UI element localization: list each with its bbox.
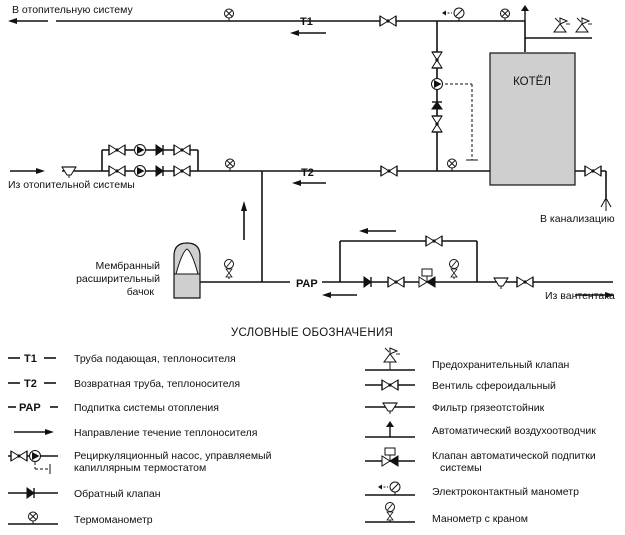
svg-text:РАР: РАР	[19, 402, 41, 414]
ball-valve-icon	[584, 165, 602, 177]
ball-valve-icon	[108, 165, 126, 177]
label-rar: РАР	[296, 278, 318, 290]
flow-arrow-t2	[292, 180, 326, 186]
check-valve-icon	[431, 101, 443, 110]
boiler-label: КОТЁЛ	[513, 76, 551, 88]
legend-symbol-air-vent	[365, 420, 415, 438]
label-tank-3: бачок	[127, 286, 155, 298]
legend-symbol-t2: T2	[8, 378, 56, 390]
legend-text-ballvalve: Вентиль сфероидальный	[432, 380, 556, 392]
check-valve-icon	[155, 144, 164, 156]
pump-icon	[134, 144, 146, 156]
ball-valve-icon	[380, 165, 398, 177]
legend-text-makeup: Подпитка системы отопления	[74, 402, 219, 414]
ball-valve-icon	[173, 165, 191, 177]
pump-icon	[134, 165, 146, 177]
thermomanometer-icon	[225, 158, 235, 172]
vertical-valve-icon	[431, 115, 443, 133]
legend-text-contact-mano: Электроконтактный манометр	[432, 486, 579, 498]
legend-symbol-contact-manometer	[365, 481, 415, 496]
ball-valve-icon	[108, 144, 126, 156]
label-to-system: В отопительную систему	[12, 4, 133, 16]
legend-symbol-auto-valve	[365, 447, 415, 467]
legend-symbol-flow-arrow	[14, 429, 54, 435]
safety-valve-icon	[553, 17, 571, 33]
label-from-vantank: Из вантентака	[545, 290, 615, 302]
ball-valve-icon	[425, 235, 443, 247]
legend-text-supply: Труба подающая, теплоносителя	[74, 353, 236, 365]
expansion-branch	[200, 171, 263, 283]
legend-symbol-pump	[8, 450, 58, 474]
legend-symbol-filter	[365, 402, 415, 415]
ball-valve-icon	[379, 15, 397, 27]
return-line-t2	[10, 149, 490, 174]
supply-line-t1	[8, 18, 526, 52]
legend-text-check: Обратный клапан	[74, 488, 161, 500]
label-from-system: Из отопительной системы	[8, 179, 135, 191]
ball-valve-icon	[516, 276, 534, 288]
legend-symbol-safety-valve	[365, 347, 415, 371]
thermomanometer-icon	[447, 158, 457, 172]
label-t2: T2	[301, 167, 314, 179]
vertical-valve-icon	[431, 51, 443, 69]
legend-text-return: Возвратная труба, теплоносителя	[74, 378, 240, 390]
auto-makeup-valve-icon	[418, 268, 436, 288]
legend-symbol-check-valve	[8, 487, 58, 499]
thermomanometer-icon	[224, 8, 234, 22]
legend-title: УСЛОВНЫЕ ОБОЗНАЧЕНИЯ	[231, 327, 393, 339]
thermomanometer-icon	[500, 8, 510, 22]
flow-arrow-t1	[290, 30, 326, 36]
legend-text-autovalve-2: системы	[440, 462, 482, 474]
legend-text-thermo: Термоманометр	[74, 514, 153, 526]
filter-icon	[493, 277, 509, 290]
expansion-tank	[173, 242, 201, 299]
label-t1: T1	[300, 16, 313, 28]
legend-text-pump-2: капиллярным термостатом	[74, 462, 206, 474]
manometer-with-tap-icon	[449, 259, 459, 280]
safety-valve-icon	[575, 17, 593, 33]
svg-text:T1: T1	[24, 353, 37, 365]
boiler	[489, 52, 576, 186]
legend-symbol-thermomanometer	[8, 511, 58, 525]
svg-text:T2: T2	[24, 378, 37, 390]
legend-text-safety: Предохранительный клапан	[432, 359, 570, 371]
legend-symbol-t1: T1	[8, 353, 56, 365]
pump-icon	[431, 78, 443, 90]
contact-manometer-icon	[441, 7, 465, 22]
boiler-bypass-loop	[436, 21, 478, 171]
label-sewer: В канализацию	[540, 213, 615, 225]
legend-symbol-ball-valve	[365, 379, 415, 391]
legend-text-airvent: Автоматический воздухоотводчик	[432, 425, 596, 437]
ball-valve-icon	[387, 276, 405, 288]
check-valve-icon	[363, 276, 372, 288]
drain-line	[575, 170, 612, 211]
legend-text-pump-1: Рециркуляционный насос, управляемый	[74, 450, 272, 462]
legend-text-flow: Направление течение теплоносителя	[74, 427, 257, 439]
legend-symbol-rar: РАР	[8, 402, 58, 414]
manometer-with-tap-icon	[224, 259, 234, 280]
air-vent-icon	[520, 4, 530, 22]
legend-text-autovalve-1: Клапан автоматической подпитки	[432, 450, 596, 462]
legend-text-filter: Фильтр грязеотстойник	[432, 402, 545, 414]
filter-icon	[61, 166, 77, 179]
legend-symbol-manometer-tap	[365, 502, 415, 523]
label-tank-1: Мембранный	[95, 260, 160, 272]
label-tank-2: расширительный	[76, 273, 160, 285]
ball-valve-icon	[173, 144, 191, 156]
legend-text-mano-tap: Манометр с краном	[432, 513, 528, 525]
check-valve-icon	[155, 165, 164, 177]
